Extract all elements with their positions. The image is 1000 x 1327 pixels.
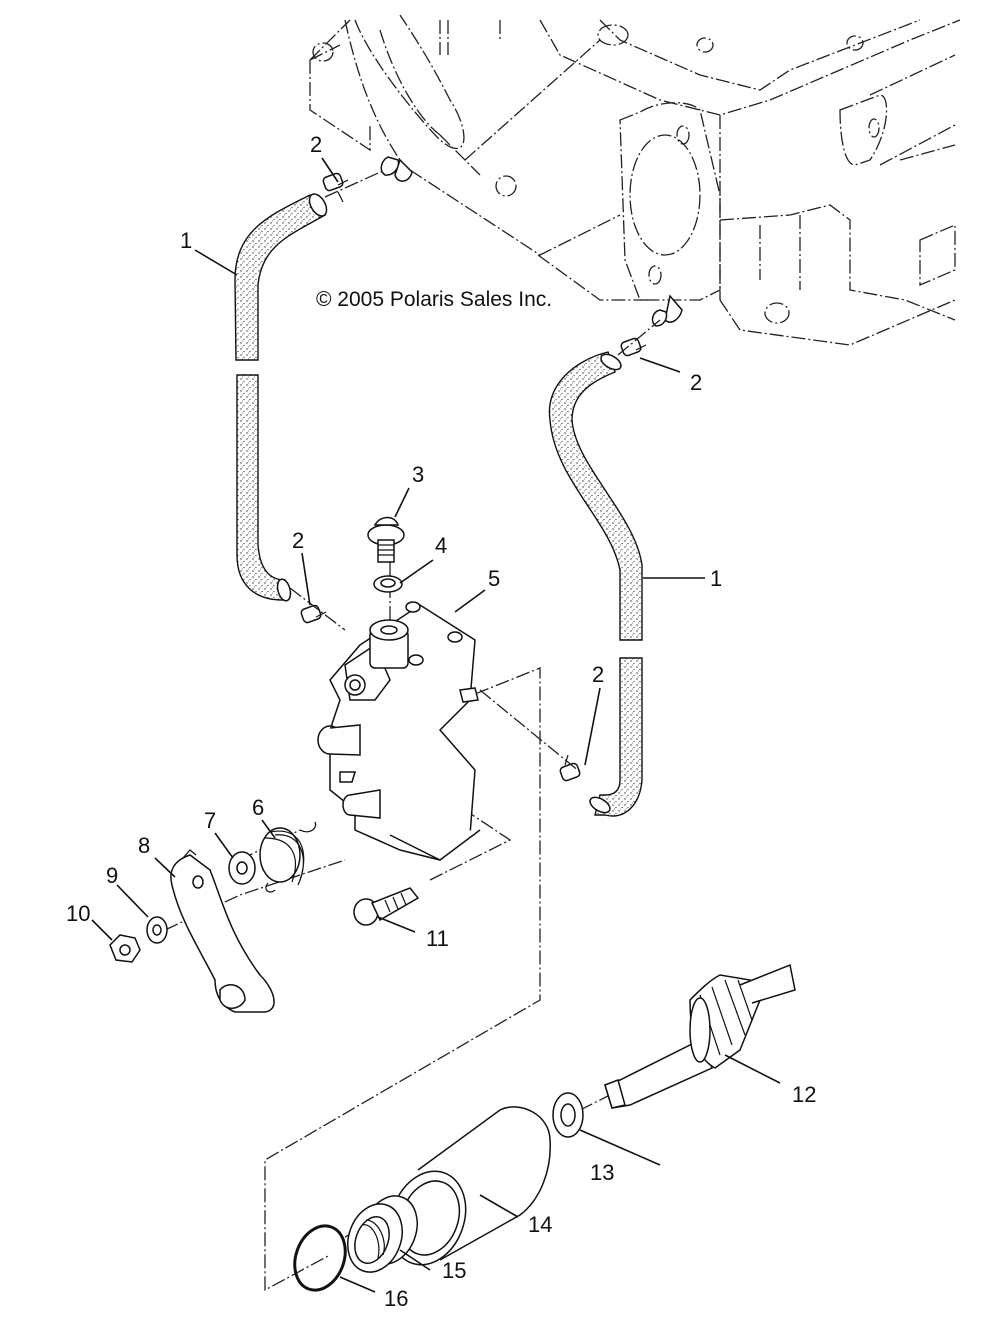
oil-pump: [317, 601, 481, 861]
callout-15: 15: [442, 1258, 466, 1283]
seal: [347, 1195, 418, 1273]
copyright-notice: © 2005 Polaris Sales Inc.: [316, 288, 552, 311]
snap-ring: [293, 1224, 347, 1292]
pump-lever: [170, 849, 275, 1013]
hose-clamp-pump-right: [559, 754, 581, 782]
sealing-washer: [373, 575, 403, 593]
thrust-washer: [552, 1092, 584, 1138]
hose-clamp-top-right: [620, 337, 647, 357]
callout-16: 16: [384, 1286, 408, 1311]
engine-cylinder-block: [309, 14, 961, 346]
oil-hose-right: [548, 351, 643, 817]
callout-6: 6: [252, 795, 264, 820]
callout-12: 12: [792, 1082, 816, 1107]
callout-1-left: 1: [180, 228, 192, 253]
callout-2-top-left: 2: [310, 132, 322, 157]
lock-washer: [146, 916, 168, 944]
washer: [228, 851, 256, 885]
callout-11: 11: [426, 926, 449, 951]
engine-fitting-top: [380, 156, 413, 182]
callout-10: 10: [66, 901, 90, 926]
callout-1-right: 1: [710, 566, 722, 591]
hose-clamp-pump-left: [300, 604, 327, 624]
callout-2-top-right: 2: [690, 370, 702, 395]
engine-fitting-right: [651, 294, 683, 327]
callout-4: 4: [435, 533, 447, 558]
callout-9: 9: [106, 863, 118, 888]
callout-14: 14: [528, 1212, 552, 1237]
callout-2-pump-right: 2: [592, 662, 604, 687]
bleed-screw: [367, 516, 405, 563]
callout-13: 13: [590, 1160, 614, 1185]
oil-hose-left: [234, 193, 328, 602]
nut: [109, 934, 141, 963]
hose-clamp-top-left: [322, 172, 349, 203]
return-spring: [259, 821, 317, 893]
leader-lines: [91, 157, 781, 1293]
callout-8: 8: [138, 833, 150, 858]
callout-3: 3: [412, 462, 424, 487]
mounting-bolt: [353, 887, 420, 926]
drive-gear-shaft: [604, 963, 796, 1109]
callout-7: 7: [204, 808, 216, 833]
callout-5: 5: [488, 566, 500, 591]
callout-labels: 1 1 2 2 2 2 3 4 5 6 7 8 9 10 11 12 13 14…: [66, 132, 816, 1311]
callout-2-pump-left: 2: [292, 528, 304, 553]
